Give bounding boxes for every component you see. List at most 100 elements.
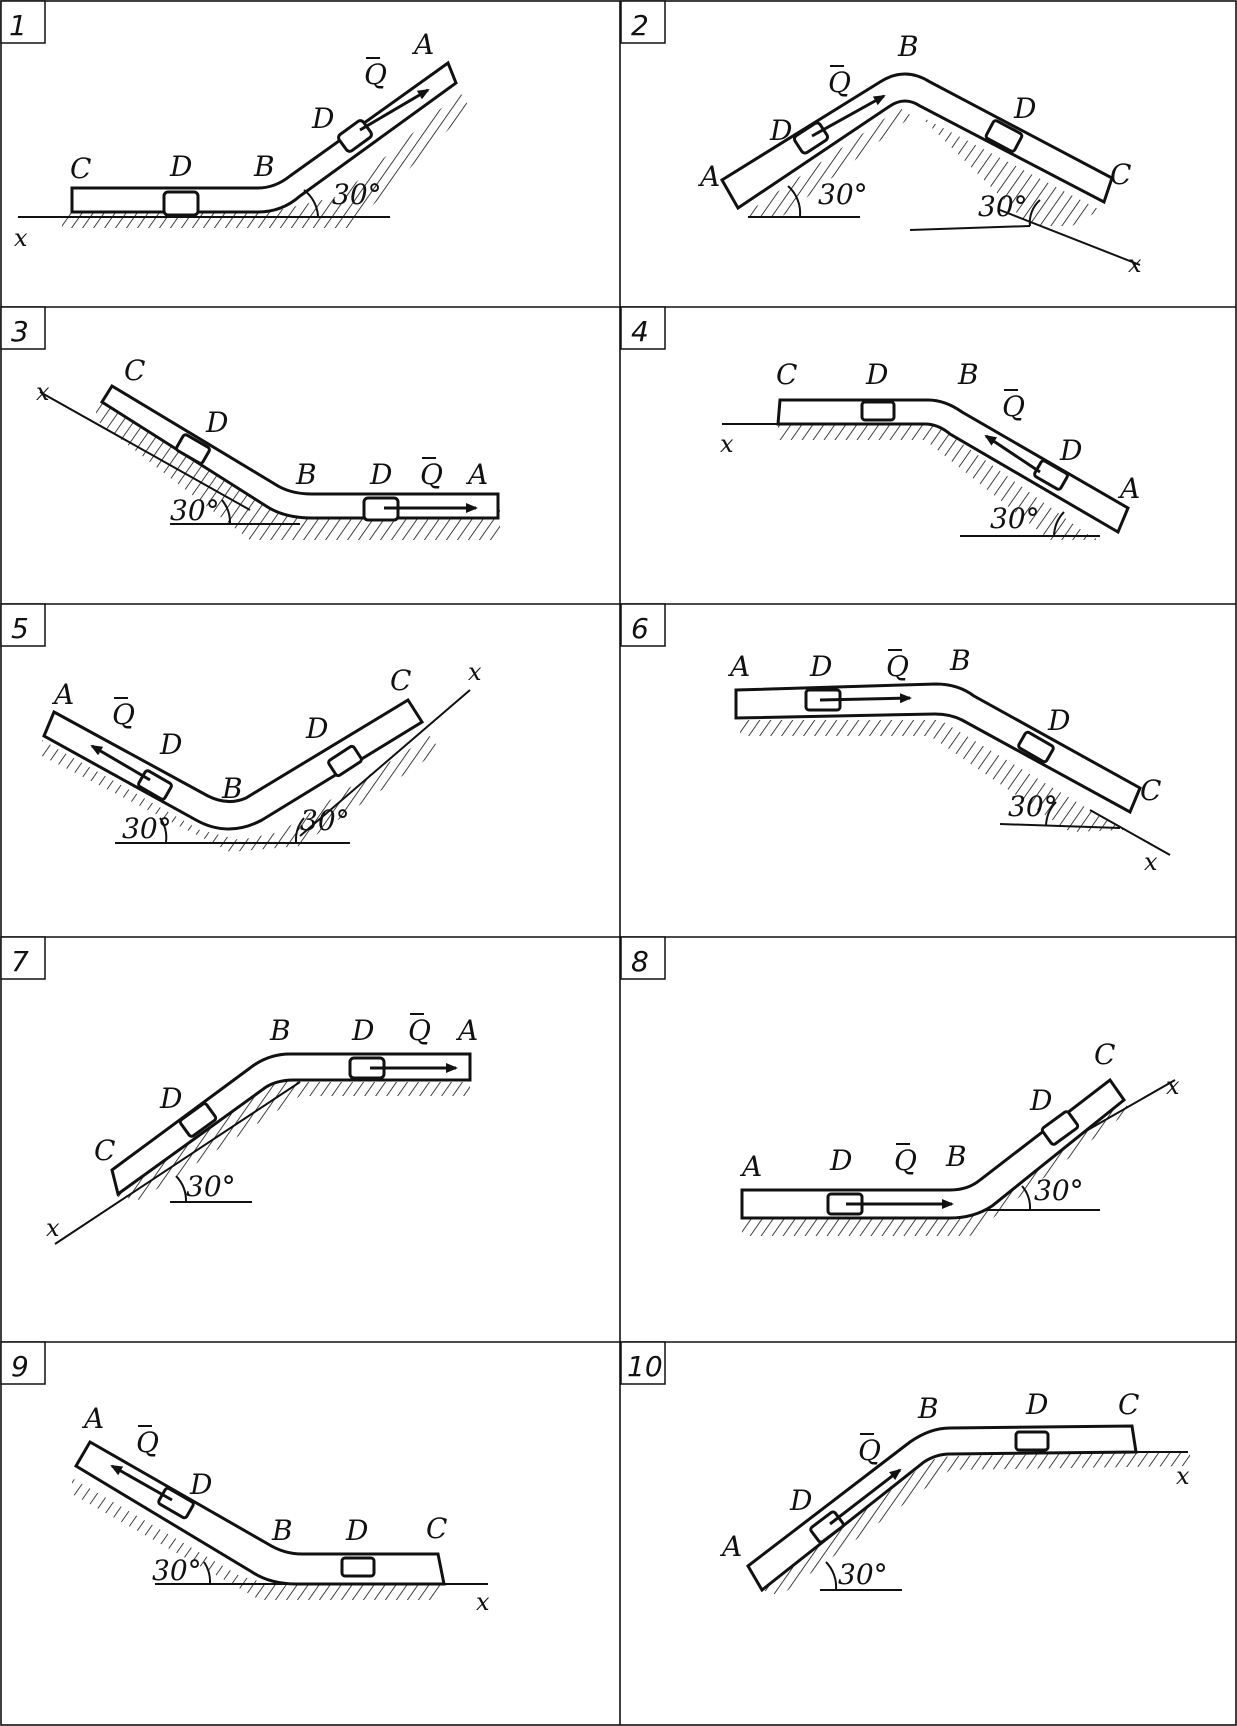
panel-number: 3 <box>11 315 29 348</box>
x-axis-line <box>909 225 1031 231</box>
label-d-slope: D <box>789 1484 812 1517</box>
body-right <box>327 744 363 778</box>
body-slope <box>1040 1110 1080 1146</box>
label-angle: 30° <box>990 502 1040 535</box>
label-d-slope: D <box>311 102 334 135</box>
panel-number: 7 <box>11 945 29 978</box>
label-c: C <box>426 1512 447 1545</box>
panel-10: 10 B D C Q D A 30° x <box>620 1341 1190 1596</box>
label-c: C <box>1110 158 1131 191</box>
panel-4: 4 x C D B Q D A 30° <box>620 306 1140 540</box>
body-slope <box>178 1102 218 1138</box>
label-x: x <box>1144 848 1158 876</box>
label-angle: 30° <box>332 178 382 211</box>
track <box>776 398 1130 535</box>
label-x: x <box>1128 250 1142 278</box>
label-a: A <box>727 650 750 683</box>
label-a: A <box>411 28 434 61</box>
force-arrow <box>110 1464 173 1502</box>
label-d-flat: D <box>1025 1388 1048 1421</box>
body-slope <box>175 433 211 465</box>
panel-1: 1 C D B D Q A 30° x <box>0 0 470 252</box>
force-arrow <box>359 88 430 132</box>
label-q: Q <box>364 58 387 91</box>
body-slope <box>1017 730 1055 764</box>
ground-hatch <box>42 736 440 852</box>
label-b: B <box>897 30 919 63</box>
panel-number: 2 <box>631 9 649 42</box>
force-arrow <box>811 94 886 138</box>
ground-hatch-left <box>748 108 912 218</box>
label-c: C <box>776 358 797 391</box>
panel-5: 5 A Q D B D C x 30° 30° <box>0 603 482 852</box>
panel-6: 6 A D Q B D C 30° x <box>620 603 1171 876</box>
label-d-flat: D <box>809 650 832 683</box>
track <box>73 1439 446 1586</box>
label-angle: 30° <box>1034 1174 1084 1207</box>
panel-7: 7 B D Q A D C 30° x <box>0 936 478 1245</box>
ground-hatch-right <box>920 116 1100 226</box>
label-q: Q <box>894 1144 917 1177</box>
ground-hatch <box>72 1478 440 1600</box>
force-arrow <box>984 434 1041 474</box>
force-arrow <box>819 693 912 704</box>
body-right <box>984 119 1024 153</box>
label-angle: 30° <box>186 1170 236 1203</box>
ground-hatch <box>742 1096 1130 1236</box>
label-angle-left: 30° <box>122 812 172 845</box>
label-a: A <box>465 458 488 491</box>
panel-number: 10 <box>627 1350 663 1383</box>
label-a: A <box>697 160 720 193</box>
label-q: Q <box>112 698 135 731</box>
label-d-left: D <box>769 114 792 147</box>
track <box>734 682 1142 815</box>
label-angle: 30° <box>838 1558 888 1591</box>
label-d-right: D <box>1013 92 1036 125</box>
panel-number: 4 <box>631 315 649 348</box>
label-b: B <box>295 458 317 491</box>
panel-number: 1 <box>9 9 27 42</box>
force-arrow <box>90 744 151 782</box>
ground-hatch <box>778 424 1100 540</box>
ground-hatch <box>112 1080 470 1200</box>
label-x: x <box>46 1214 60 1242</box>
label-c: C <box>124 354 145 387</box>
track <box>42 697 425 831</box>
track <box>740 1077 1127 1220</box>
label-a: A <box>81 1402 104 1435</box>
label-x: x <box>720 430 734 458</box>
track <box>70 60 458 214</box>
label-c: C <box>1140 774 1161 807</box>
label-d-flat: D <box>351 1014 374 1047</box>
label-b: B <box>269 1014 291 1047</box>
label-x: x <box>468 658 482 686</box>
label-a: A <box>455 1014 478 1047</box>
label-c: C <box>1094 1038 1115 1071</box>
label-d-flat: D <box>865 358 888 391</box>
panel-number: 5 <box>11 612 29 645</box>
ground-hatch <box>62 92 470 228</box>
label-b: B <box>271 1514 293 1547</box>
label-angle-right: 30° <box>978 190 1028 223</box>
x-axis-line <box>299 689 471 837</box>
label-q: Q <box>1002 390 1025 423</box>
label-a: A <box>739 1150 762 1183</box>
label-angle: 30° <box>170 494 220 527</box>
label-x: x <box>476 1588 490 1616</box>
label-q: Q <box>408 1014 431 1047</box>
label-q: Q <box>886 650 909 683</box>
panel-2: 2 A D Q B D C 30° 30° x <box>620 0 1142 278</box>
label-c: C <box>94 1134 115 1167</box>
track <box>746 1424 1138 1593</box>
label-d-slope: D <box>1059 434 1082 467</box>
label-q: Q <box>420 458 443 491</box>
body-flat <box>860 400 896 422</box>
force-arrow <box>829 1468 902 1526</box>
label-a: A <box>1117 472 1140 505</box>
body-slope <box>1033 459 1069 491</box>
body-flat <box>162 190 200 217</box>
panel-9: 9 A Q D B D C 30° x <box>0 1341 490 1616</box>
label-angle-left: 30° <box>818 178 868 211</box>
